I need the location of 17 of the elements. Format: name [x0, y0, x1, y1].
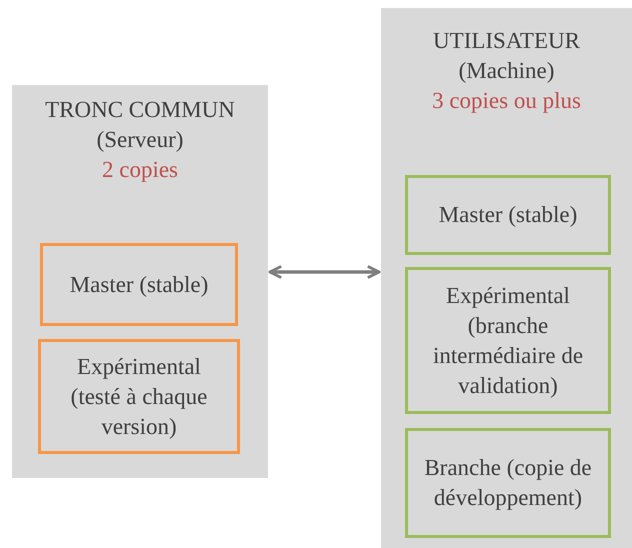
panel-heading: UTILISATEUR (Machine): [432, 27, 581, 85]
branch-label: Expérimental (testé à chaque version): [70, 352, 208, 441]
panel-heading: TRONC COMMUN (Serveur): [44, 96, 236, 154]
copies-note: 2 copies: [100, 156, 179, 184]
branch-box: [405, 428, 611, 538]
branch-label: Master (stable): [438, 201, 578, 229]
copies-note: 3 copies ou plus: [431, 87, 582, 115]
group-panel: [12, 85, 268, 478]
branch-label: Expérimental (branche intermédiaire de validation): [432, 282, 584, 400]
branch-box: [405, 175, 611, 255]
branch-box: [405, 267, 611, 414]
group-panel: [381, 8, 632, 548]
branch-label: Branche (copie de développement): [423, 454, 593, 512]
branch-label: Master (stable): [70, 270, 208, 299]
branch-box: [40, 243, 238, 326]
branch-box: [38, 339, 240, 454]
double-arrow: [268, 265, 380, 279]
